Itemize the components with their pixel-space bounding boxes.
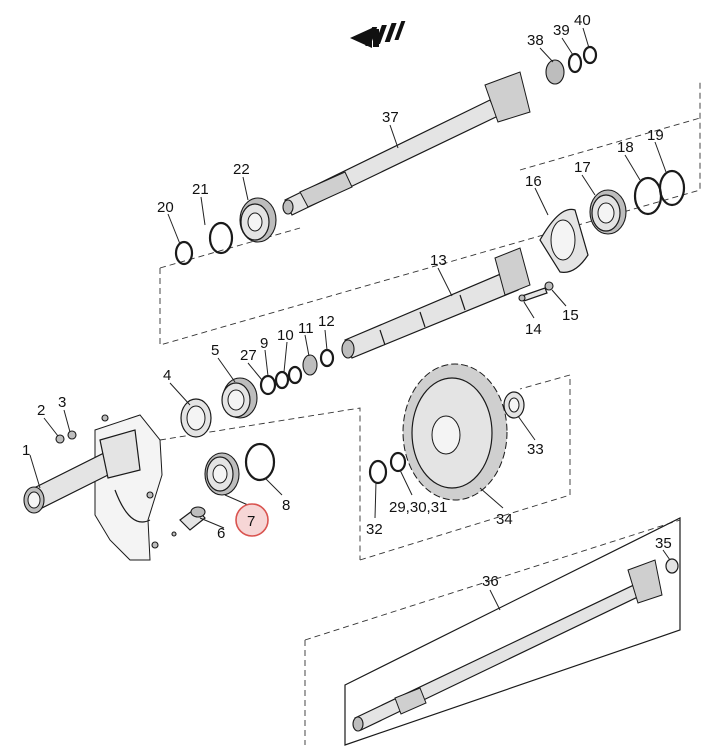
label-22[interactable]: 22: [233, 161, 250, 178]
label-5[interactable]: 5: [211, 342, 219, 359]
part-labels: 1 2 3 4 5 6 7 8 9 10 11 12 13 14 15 16 1…: [22, 12, 672, 590]
part-7-bearing: [204, 452, 240, 496]
label-33[interactable]: 33: [527, 441, 544, 458]
part-1-housing: [23, 414, 163, 561]
label-6[interactable]: 6: [217, 525, 225, 542]
label-19[interactable]: 19: [647, 127, 664, 144]
part-4-seal: [180, 398, 212, 438]
label-16[interactable]: 16: [525, 173, 542, 190]
part-5-bearing: [221, 377, 258, 419]
part-16-bearing-housing: [539, 208, 589, 273]
label-27[interactable]: 27: [240, 347, 257, 364]
label-2[interactable]: 2: [37, 402, 45, 419]
parts-38-40-bearing-rings: [545, 45, 598, 85]
label-37[interactable]: 37: [382, 109, 399, 126]
label-7[interactable]: 7: [247, 513, 255, 530]
leader-lines: [29, 27, 671, 611]
label-40[interactable]: 40: [574, 12, 591, 29]
part-34-gear: [402, 363, 508, 501]
label-20[interactable]: 20: [157, 199, 174, 216]
parts-9-12-rings: [259, 348, 335, 396]
label-10[interactable]: 10: [277, 327, 294, 344]
part-13-shaft: [341, 247, 531, 359]
part-15-nut: [544, 281, 554, 291]
part-6-fitting: [171, 506, 206, 537]
label-18[interactable]: 18: [617, 139, 634, 156]
part-8-snap-ring: [244, 442, 276, 482]
label-36[interactable]: 36: [482, 573, 499, 590]
label-17[interactable]: 17: [574, 159, 591, 176]
label-14[interactable]: 14: [525, 321, 542, 338]
direction-arrow-icon: [350, 21, 406, 48]
label-4[interactable]: 4: [163, 367, 171, 384]
part-37-shaft: [282, 71, 531, 216]
parts-20-21-rings: [174, 221, 234, 266]
label-34[interactable]: 34: [496, 511, 513, 528]
parts-29-33-rings: [368, 391, 525, 485]
part-36-shaft: [352, 559, 663, 732]
highlight-circle[interactable]: [236, 504, 268, 536]
label-39[interactable]: 39: [553, 22, 570, 39]
label-29-30-31[interactable]: 29,30,31: [389, 499, 447, 516]
label-9[interactable]: 9: [260, 335, 268, 352]
label-3[interactable]: 3: [58, 394, 66, 411]
label-13[interactable]: 13: [430, 252, 447, 269]
parts-18-19-rings: [633, 169, 686, 216]
label-8[interactable]: 8: [282, 497, 290, 514]
highlight-circle-outline: [235, 503, 269, 537]
label-32[interactable]: 32: [366, 521, 383, 538]
label-12[interactable]: 12: [318, 313, 335, 330]
part-22-bearing: [239, 197, 277, 243]
label-15[interactable]: 15: [562, 307, 579, 324]
label-11[interactable]: 11: [298, 320, 314, 337]
label-38[interactable]: 38: [527, 32, 544, 49]
label-35[interactable]: 35: [655, 535, 672, 552]
part-14-bolt: [518, 287, 548, 302]
label-21[interactable]: 21: [192, 181, 209, 198]
part-2-3-bolts: [55, 430, 77, 444]
part-35-bushing: [665, 558, 679, 574]
label-1[interactable]: 1: [22, 442, 30, 459]
part-36-frame: [344, 517, 681, 746]
part-17-bearing: [589, 189, 627, 235]
